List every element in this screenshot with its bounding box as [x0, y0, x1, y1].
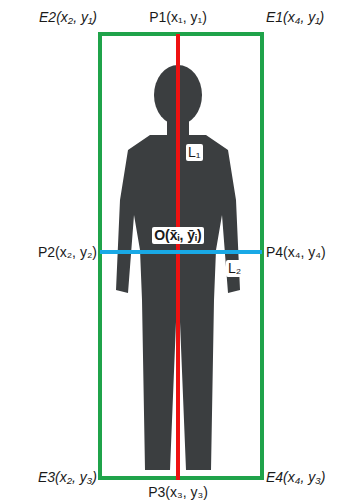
- point-label: P4(x₄, y₄): [266, 244, 326, 261]
- point-label: P1(x₁, y₁): [149, 9, 207, 26]
- point-label: P3(x₃, y₃): [148, 484, 208, 501]
- horizontal-axis-line: [100, 250, 262, 254]
- vertical-axis-line: [176, 34, 180, 480]
- point-label: E1(x₄, y₁): [266, 9, 324, 26]
- point-label: P2(x₂, y₂): [38, 244, 97, 261]
- point-label: O(x̄ᵢ, ȳᵢ): [152, 227, 204, 244]
- point-label: E4(x₄, y₃): [266, 469, 325, 486]
- point-label: L₂: [226, 260, 243, 277]
- point-label: E3(x₂, y₃): [38, 469, 97, 486]
- point-label: L₁: [186, 144, 203, 161]
- bounding-box: [100, 34, 262, 478]
- point-label: E2(x₂, y₁): [39, 9, 97, 26]
